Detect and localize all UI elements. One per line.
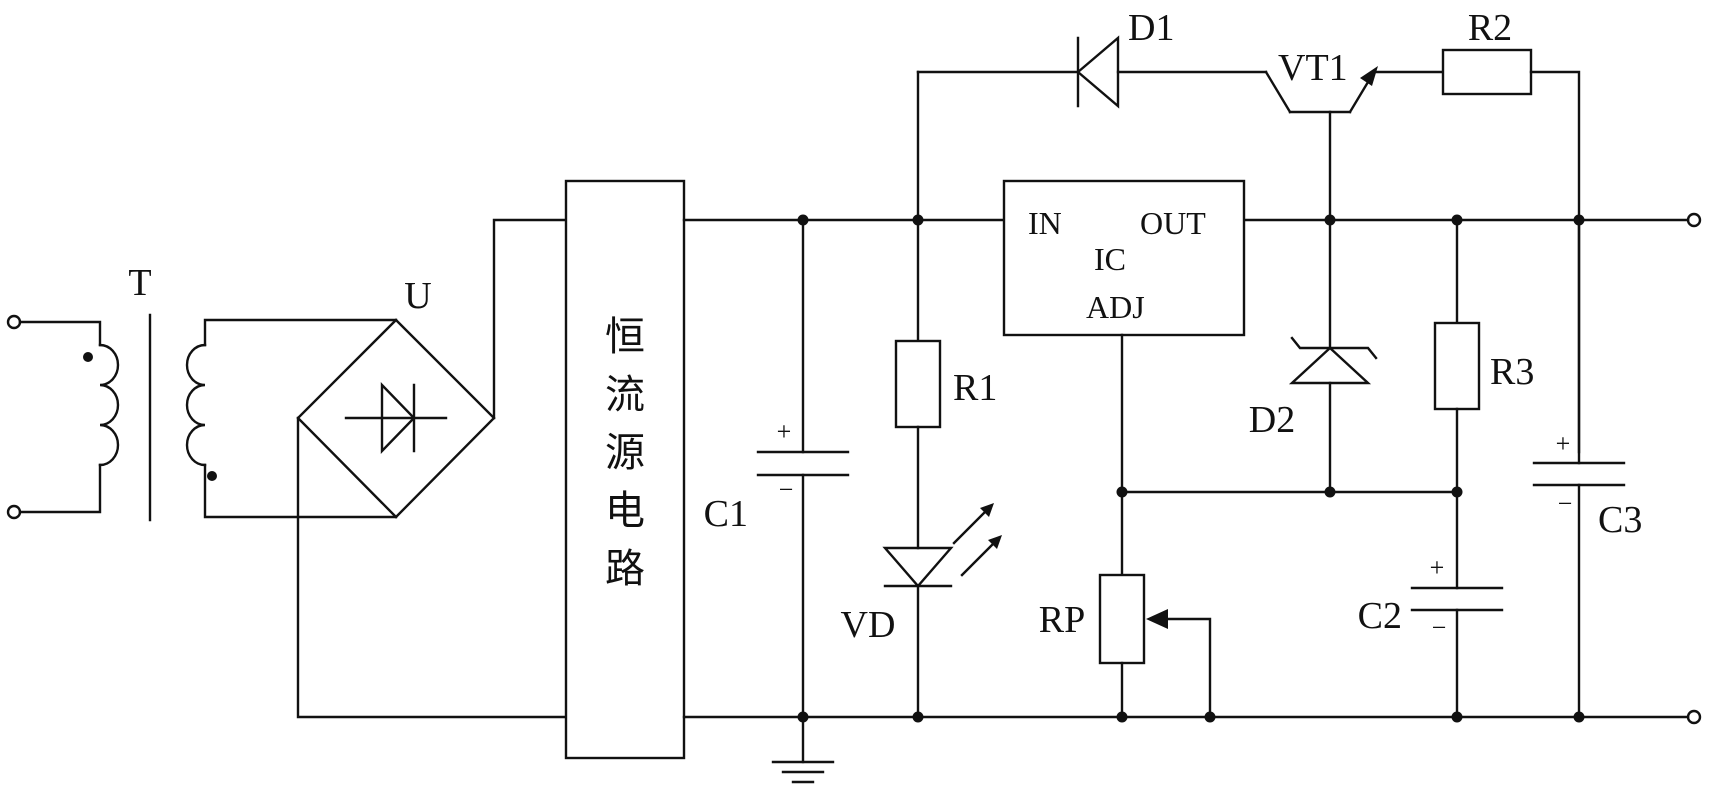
junction-dot bbox=[1451, 214, 1463, 226]
output-terminal-positive bbox=[1686, 212, 1702, 228]
label-d1: D1 bbox=[1128, 7, 1174, 49]
ground-symbol bbox=[771, 715, 835, 784]
label-vd: VD bbox=[841, 604, 896, 646]
c1-plus-sign: + bbox=[777, 417, 792, 446]
cc-label-char-4: 电 bbox=[605, 488, 645, 534]
label-u: U bbox=[404, 275, 431, 317]
junction-dot bbox=[1451, 486, 1463, 498]
input-terminal-top bbox=[6, 314, 22, 330]
cc-label-char-5: 路 bbox=[605, 546, 645, 592]
capacitor-c3: + − C3 bbox=[1532, 218, 1642, 719]
junction-dot bbox=[1324, 214, 1336, 226]
capacitor-c1: + − C1 bbox=[704, 218, 850, 719]
transistor-vt1: VT1 bbox=[1264, 47, 1445, 222]
resistor-r3: R3 bbox=[1433, 218, 1534, 590]
constant-current-block: 恒 流 源 电 路 bbox=[564, 179, 686, 760]
input-terminal-bottom bbox=[6, 504, 22, 520]
regulator-ic: IN IC OUT ADJ bbox=[1002, 179, 1246, 577]
cc-label-char-2: 流 bbox=[605, 372, 645, 418]
polarity-dot-primary bbox=[83, 352, 93, 362]
ic-pin-out: OUT bbox=[1140, 205, 1206, 241]
junction-dot bbox=[1116, 486, 1128, 498]
junction-dot bbox=[797, 711, 809, 723]
ic-pin-in: IN bbox=[1028, 205, 1062, 241]
junction-dot bbox=[1451, 711, 1463, 723]
c3-minus-sign: − bbox=[1558, 489, 1573, 518]
junction-dot bbox=[1204, 711, 1216, 723]
output-terminal-negative bbox=[1686, 709, 1702, 725]
potentiometer-rp: RP bbox=[1039, 573, 1212, 719]
label-vt1: VT1 bbox=[1278, 47, 1348, 89]
junction-dot bbox=[1573, 711, 1585, 723]
c2-plus-sign: + bbox=[1430, 553, 1445, 582]
diode-d1: D1 bbox=[916, 7, 1268, 109]
junction-dot bbox=[1573, 214, 1585, 226]
zener-d2: D2 bbox=[1249, 218, 1378, 494]
label-c1: C1 bbox=[704, 493, 748, 535]
label-c2: C2 bbox=[1358, 595, 1402, 637]
label-r1: R1 bbox=[953, 367, 997, 409]
c2-minus-sign: − bbox=[1432, 613, 1447, 642]
cc-label-char-3: 源 bbox=[605, 430, 645, 476]
c3-plus-sign: + bbox=[1556, 429, 1571, 458]
junction-dot bbox=[912, 214, 924, 226]
resistor-r1: R1 bbox=[894, 70, 997, 550]
polarity-dot-secondary bbox=[207, 471, 217, 481]
led-vd: VD bbox=[841, 503, 1002, 719]
label-d2: D2 bbox=[1249, 399, 1295, 441]
junction-dot bbox=[797, 214, 809, 226]
ic-pin-adj: ADJ bbox=[1086, 289, 1145, 325]
label-t: T bbox=[128, 262, 151, 304]
label-c3: C3 bbox=[1598, 499, 1642, 541]
ic-name: IC bbox=[1094, 241, 1126, 277]
resistor-r2: R2 bbox=[1441, 7, 1581, 454]
junction-dot bbox=[1324, 486, 1336, 498]
label-rp: RP bbox=[1039, 599, 1085, 641]
label-r3: R3 bbox=[1490, 351, 1534, 393]
junction-dot bbox=[912, 711, 924, 723]
cc-label-char-1: 恒 bbox=[605, 314, 645, 360]
junction-dots bbox=[797, 214, 1585, 723]
transformer-t: T bbox=[18, 262, 217, 522]
c1-minus-sign: − bbox=[779, 475, 794, 504]
label-r2: R2 bbox=[1468, 7, 1512, 49]
junction-dot bbox=[1116, 711, 1128, 723]
capacitor-c2: + − C2 bbox=[1358, 553, 1504, 719]
bridge-rectifier-u: U bbox=[296, 275, 496, 519]
